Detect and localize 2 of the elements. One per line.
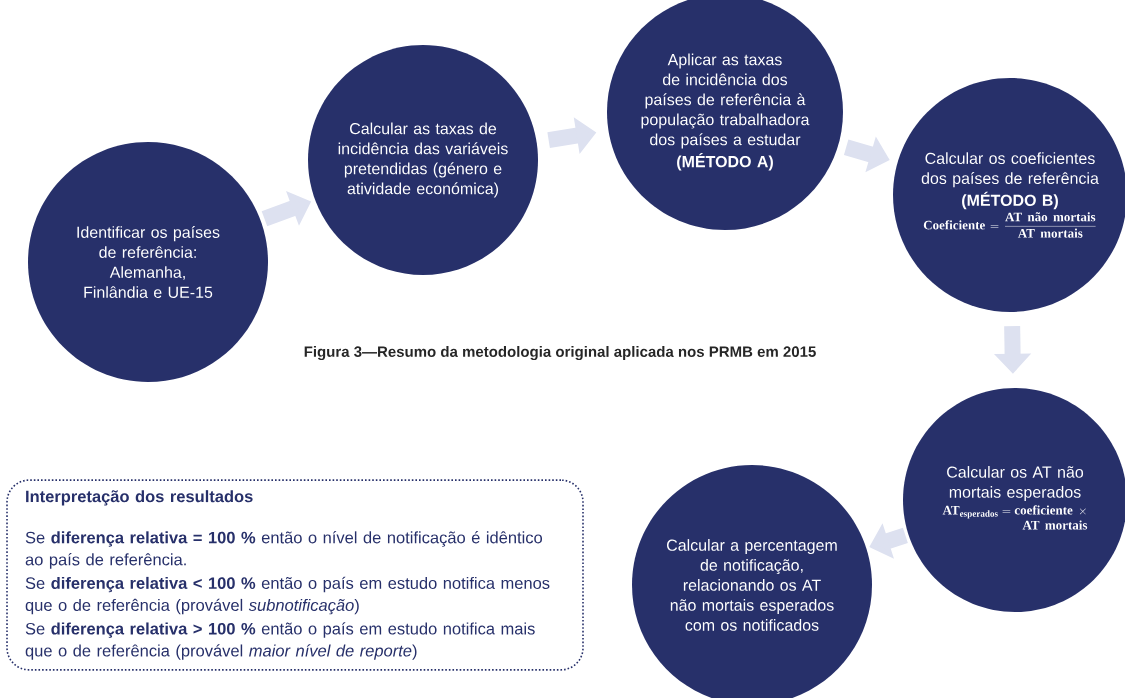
caption: Figura 3—Resumo da metodologia original aplicada nos PRMB em 2015 xyxy=(304,345,816,361)
notes-box: Interpretação dos resultados Se diferença relativa = 100 % então o nível de notificação é idêntico ao país de referência. Se diferença relativa < 100 % então o país em estudo notifica menos que o de referência (provável subnotificação) Se diferença relativa > 100 % então o país em estudo notifica mais que o de referência (provável maior nível de reporte) xyxy=(6,479,584,671)
